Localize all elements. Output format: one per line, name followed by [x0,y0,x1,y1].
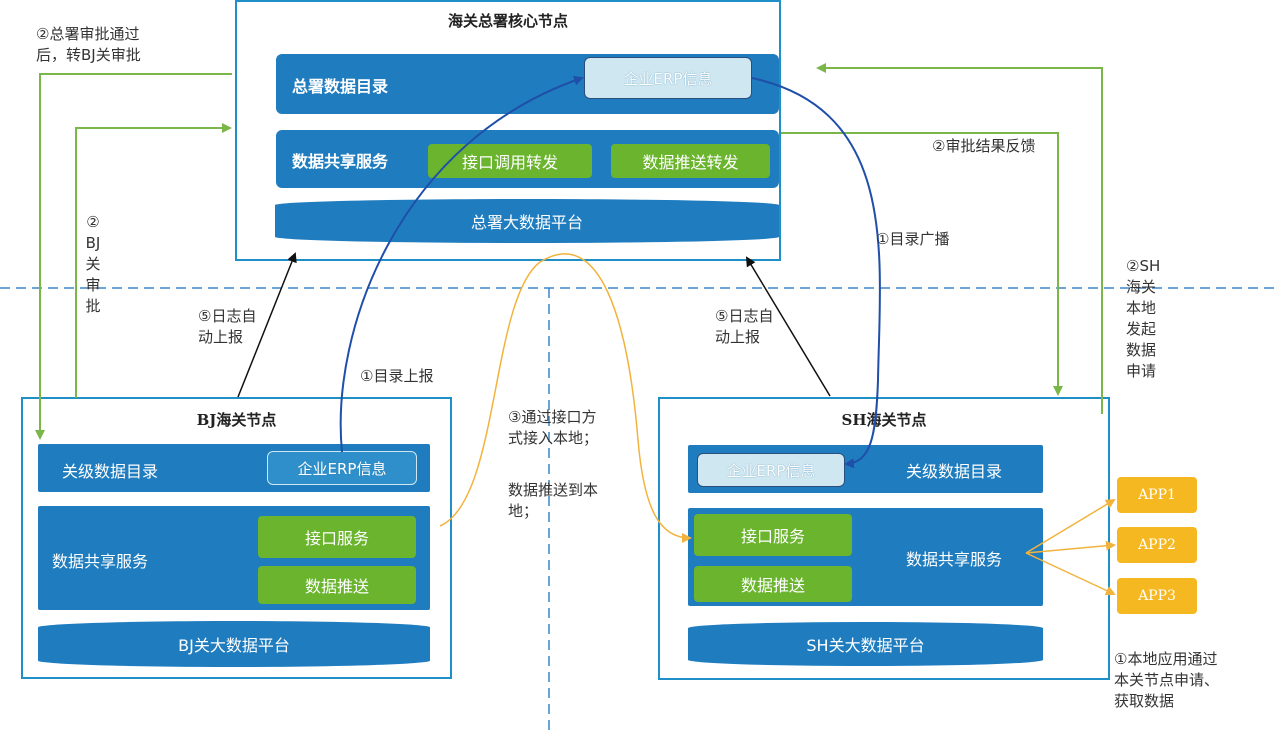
app1-arrow [1025,498,1116,554]
app-1: APP1 [1117,477,1197,513]
sh-request-arrow [816,63,1103,414]
note-interface-access: ③通过接口方 式接入本地； [508,408,599,447]
approve-feedback-arrow [781,132,1063,396]
bj-erp-box: 企业ERP信息 [267,451,417,485]
app-2: APP2 [1117,527,1197,563]
bj-push-service: 数据推送 [258,566,416,604]
bj-api-service: 接口服务 [258,516,416,558]
note-push-local: 数据推送到本 地； [508,481,599,520]
sh-node-title: SH海关节点 [841,411,927,429]
sh-api-service: 接口服务 [694,514,852,556]
sh-erp-label: 企业ERP信息 [726,461,816,480]
catalog-broadcast-arrow [751,77,881,469]
interface-access-arrow [439,253,692,543]
log-report-right-arrow [745,256,831,397]
hq-platform: 总署大数据平台 [275,199,779,243]
sh-erp-box: 企业ERP信息 [697,453,845,487]
note-approve-feedback: ②审批结果反馈 [932,137,1036,155]
note-log-right: ⑤日志自 动上报 [715,307,774,346]
note-catalog-broadcast: ①目录广播 [876,230,950,248]
bj-erp-label: 企业ERP信息 [297,459,387,478]
catalog-report-arrow [339,75,584,453]
hq-share-label: 数据共享服务 [292,152,389,171]
app2-arrow [1025,540,1116,554]
sh-share-label: 数据共享服务 [906,550,1003,569]
app3-arrow [1025,552,1116,596]
bj-approve-arrow [75,123,232,398]
bj-share-label: 数据共享服务 [52,552,149,571]
hq-approve-arrow [35,73,232,440]
hq-push-forward: 数据推送转发 [611,144,770,178]
note-hq-approve: ②总署审批通过 后，转BJ关审批 [36,25,141,64]
note-bj-approve: ② BJ 关 审 批 [85,213,101,315]
app-3: APP3 [1117,578,1197,614]
bj-platform: BJ关大数据平台 [38,621,430,667]
hq-erp-label: 企业ERP信息 [623,69,713,88]
bj-node-title: BJ海关节点 [196,411,277,429]
hq-erp-box: 企业ERP信息 [584,57,752,99]
log-report-left-arrow [237,252,297,398]
note-log-left: ⑤日志自 动上报 [198,307,257,346]
bj-catalog-label: 关级数据目录 [62,462,159,481]
sh-catalog-label: 关级数据目录 [906,462,1003,481]
note-catalog-report: ①目录上报 [360,367,434,385]
hq-catalog-label: 总署数据目录 [292,77,389,96]
sh-push-service: 数据推送 [694,566,852,602]
note-sh-request: ②SH 海关 本地 发起 数据 申请 [1126,257,1161,380]
hq-api-forward: 接口调用转发 [428,144,592,178]
hq-node-title: 海关总署核心节点 [447,12,568,30]
sh-platform: SH关大数据平台 [688,622,1043,666]
note-local-app: ①本地应用通过 本关节点申请、 获取数据 [1114,650,1220,710]
